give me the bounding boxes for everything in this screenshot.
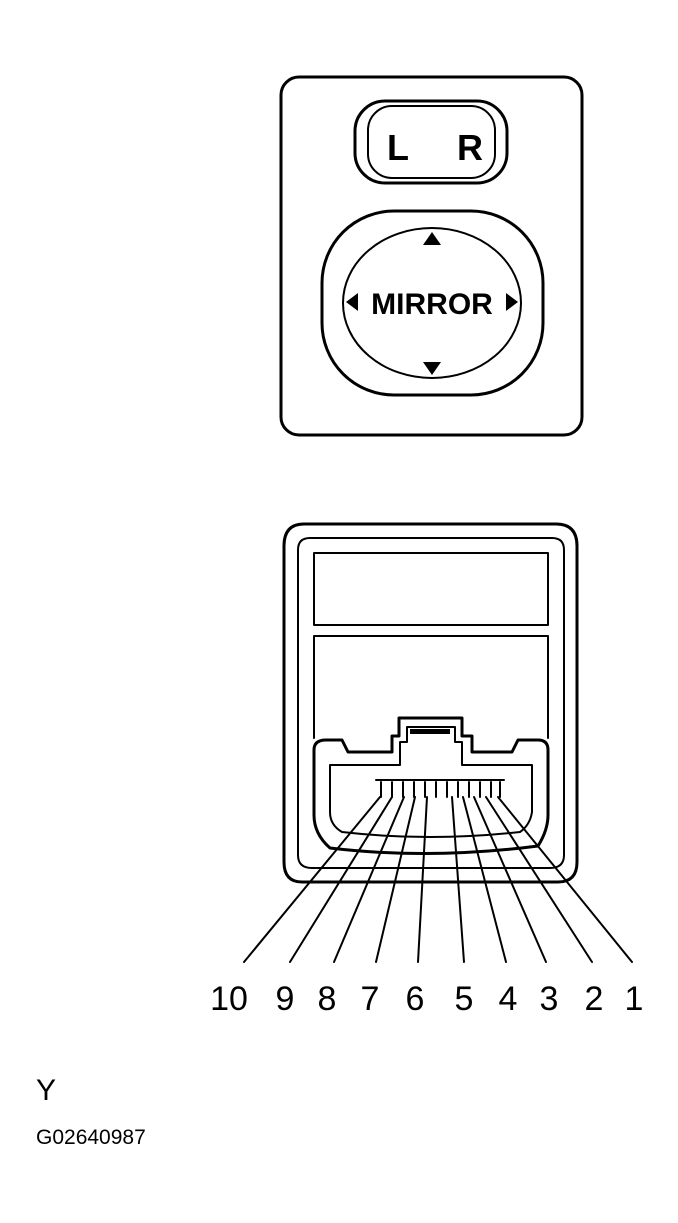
mirror-adjust-pad: MIRROR (320, 209, 545, 397)
up-arrow-icon (423, 232, 441, 245)
pin-label: 1 (625, 980, 644, 1018)
socket-key (410, 729, 450, 734)
down-arrow-icon (423, 362, 441, 375)
pin-label: 6 (406, 980, 425, 1018)
lower-panel (313, 635, 549, 739)
left-arrow-icon (346, 293, 358, 311)
pin-label: 7 (361, 980, 380, 1018)
upper-panel (313, 552, 549, 626)
pin-label: 2 (585, 980, 604, 1018)
switch-housing (279, 75, 584, 437)
pin-labels: 10 9 8 7 6 5 4 3 2 1 (210, 980, 643, 1018)
pin-label: 9 (276, 980, 295, 1018)
lr-selector-knob: L R (353, 99, 509, 185)
mirror-switch-front-view: L R MIRROR (279, 75, 584, 437)
pin-leader-lines (243, 796, 633, 963)
view-letter: Y (36, 1074, 57, 1107)
pin-label: 5 (455, 980, 474, 1018)
pin-label: 3 (540, 980, 559, 1018)
pin-label: 4 (499, 980, 518, 1018)
right-label: R (457, 127, 483, 168)
mirror-label: MIRROR (371, 288, 493, 321)
terminal-socket-inner (329, 726, 533, 838)
right-arrow-icon (506, 293, 518, 311)
connector-housing-outer (282, 522, 579, 884)
figure-code: G02640987 (36, 1126, 146, 1149)
left-label: L (387, 127, 409, 168)
terminal-pins (375, 779, 505, 798)
pin-label: 10 (210, 980, 248, 1018)
connector-rear-view: 10 9 8 7 6 5 4 3 2 1 (210, 522, 643, 1018)
connector-housing-inner (297, 537, 565, 869)
terminal-socket-outer (312, 716, 550, 856)
pin-label: 8 (318, 980, 337, 1018)
